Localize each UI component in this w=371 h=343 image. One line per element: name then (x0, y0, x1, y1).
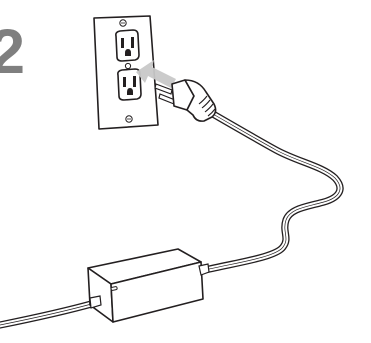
adapter-led-indicator (110, 286, 118, 291)
power-adapter-icon (87, 248, 210, 323)
outlet-receptacle-lower (117, 68, 142, 101)
outlet-screw-bottom (125, 115, 133, 123)
adapter-output-strain-relief (89, 295, 102, 309)
power-cable (201, 110, 344, 274)
plug-grip-ridges (198, 95, 216, 117)
wall-outlet-icon (93, 15, 159, 130)
power-plug-icon (154, 79, 217, 122)
insert-arrow-icon (136, 60, 176, 88)
step-number: 2 (0, 22, 25, 82)
plug-body (184, 79, 217, 122)
adapter-side (110, 261, 204, 323)
output-cable (0, 299, 99, 329)
adapter-cable-strain-relief (198, 263, 210, 276)
outlet-center-screw (124, 62, 132, 70)
outlet-receptacle-upper (115, 29, 140, 62)
outlet-screw-top (119, 19, 127, 27)
